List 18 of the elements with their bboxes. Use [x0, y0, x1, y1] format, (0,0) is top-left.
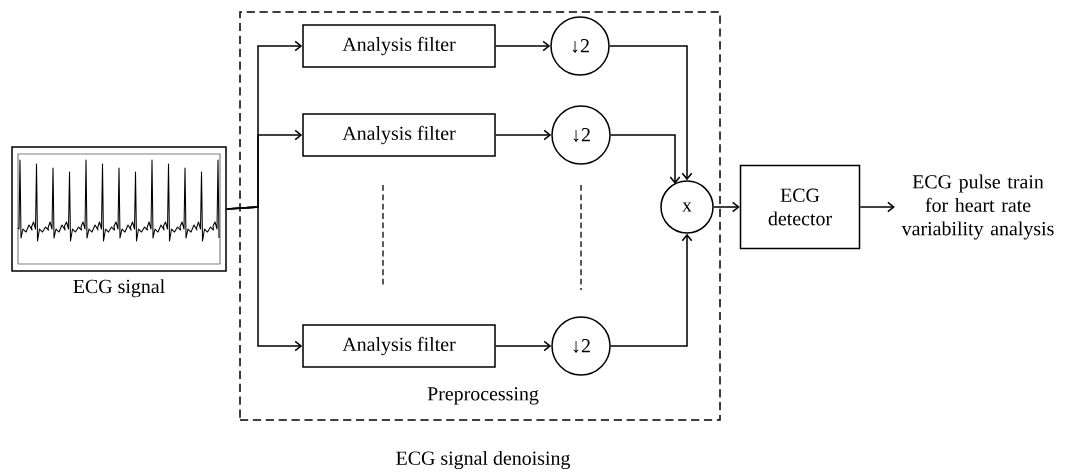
output-text: ECG pulse train for heart rate variability analysis: [901, 174, 1054, 240]
arrow: [495, 340, 552, 352]
group-label: Preprocessing: [427, 387, 539, 405]
process-box: Analysis filter: [302, 324, 496, 368]
arrow: [609, 45, 693, 181]
node-label: ECG signal: [73, 279, 165, 298]
process-box: Analysis filter: [302, 24, 496, 68]
ecg-waveform-drawing: [11, 146, 227, 272]
arrow: [495, 129, 552, 141]
process-box: ECG detector: [739, 164, 861, 250]
arrow: [859, 201, 895, 213]
arrow: [226, 206, 303, 352]
arrow: [610, 233, 693, 347]
node-label: ECG signal denoising: [396, 450, 571, 470]
process-box: Analysis filter: [302, 113, 496, 157]
arrow: [713, 201, 740, 213]
arrow: [610, 134, 681, 184]
arrow: [495, 40, 551, 52]
